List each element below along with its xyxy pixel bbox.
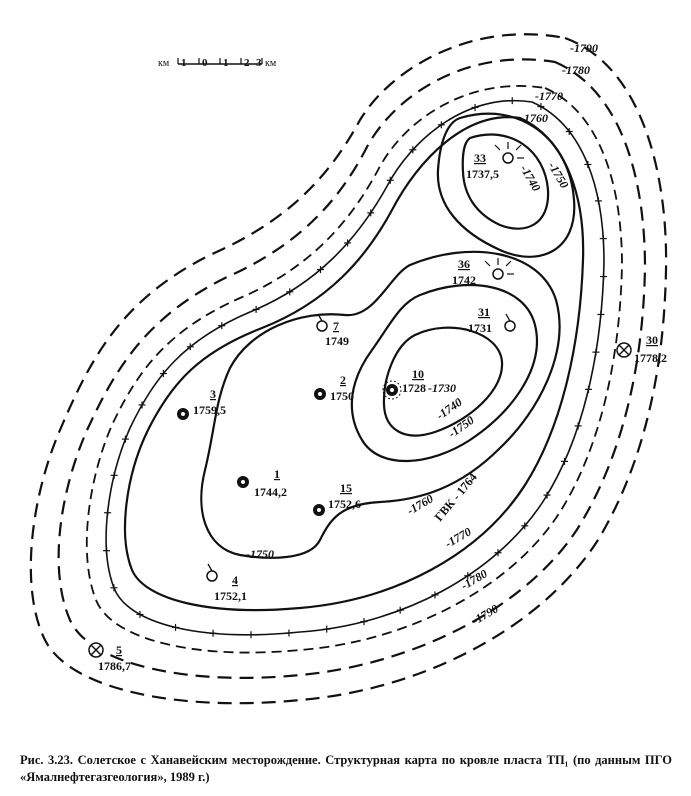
- well-31-value: 1731: [468, 321, 492, 335]
- well-31-number: 31: [478, 305, 490, 319]
- well-7-value: 1749: [325, 334, 349, 348]
- label-1750-north: -1750: [545, 160, 571, 191]
- well-1-value: 1744,2: [254, 485, 287, 499]
- well-10-number: 10: [412, 367, 424, 381]
- well-2: 2 1750: [314, 373, 354, 403]
- contour-1750-outer: [200, 250, 561, 559]
- well-7-number: 7: [333, 319, 339, 333]
- label-1790-south: -1790: [470, 601, 501, 627]
- label-1780-south: -1780: [459, 566, 490, 592]
- contour-1760: [123, 116, 585, 612]
- well-36-number: 36: [458, 257, 470, 271]
- scale-tick-3: 3: [256, 57, 262, 69]
- label-1790: -1790: [570, 41, 598, 55]
- well-7: 7 1749: [316, 313, 349, 348]
- scale-suffix: км: [265, 58, 277, 69]
- well-30-number: 30: [646, 333, 658, 347]
- well-2-number: 2: [340, 373, 346, 387]
- well-33: 33 1737,5: [466, 142, 524, 181]
- contour-1780: [57, 58, 647, 679]
- well-5: 5 1786,7: [88, 642, 131, 673]
- contour-1730: [382, 326, 504, 437]
- scale-tick-2: 2: [244, 57, 250, 69]
- structural-map: км 1 0 1 2 3 км -1790 -1780 -1770 -1760 …: [29, 33, 668, 705]
- gwc-ticks: [103, 97, 608, 639]
- scale-tick-1: 1: [181, 57, 187, 69]
- contour-1770: [85, 85, 623, 654]
- well-30: 30 1778,2: [616, 333, 667, 365]
- scale-prefix: км: [158, 58, 170, 69]
- well-33-value: 1737,5: [466, 167, 499, 181]
- label-1750-south: -1750: [246, 547, 274, 561]
- scale-bar: км 1 0 1 2 3 км: [158, 57, 277, 69]
- label-1780: -1780: [562, 63, 590, 77]
- well-3: 3 1759,5: [177, 387, 226, 420]
- well-36-value: 1742: [452, 273, 476, 287]
- label-1770: -1770: [535, 89, 563, 103]
- figure-caption: Рис. 3.23. Солетское с Ханавейским место…: [20, 753, 672, 784]
- contour-1740-north: [461, 133, 550, 230]
- well-1-number: 1: [274, 467, 280, 481]
- contour-1790: [29, 33, 668, 705]
- well-4-number: 4: [232, 573, 238, 587]
- well-15: 15 1752,6: [313, 481, 361, 516]
- well-15-value: 1752,6: [328, 497, 361, 511]
- well-33-number: 33: [474, 151, 486, 165]
- well-31: 31 1731: [468, 305, 516, 335]
- scale-tick-0: 0: [202, 57, 208, 69]
- well-4: 4 1752,1: [206, 563, 247, 603]
- well-3-value: 1759,5: [193, 403, 226, 417]
- well-10-value: 1728: [402, 381, 426, 395]
- label-1730: -1730: [428, 381, 456, 395]
- well-1: 1 1744,2: [237, 467, 287, 499]
- well-5-value: 1786,7: [98, 659, 131, 673]
- label-1740-north: -1740: [517, 163, 543, 194]
- well-15-number: 15: [340, 481, 352, 495]
- contour-1740-inner: [350, 283, 538, 463]
- scale-tick-1b: 1: [223, 57, 229, 69]
- well-3-number: 3: [210, 387, 216, 401]
- label-1760-north: -1760: [520, 111, 548, 125]
- contour-1750-north: [436, 112, 576, 258]
- gwc-label: ГВК - 1764: [432, 470, 480, 524]
- label-1750-center: -1750: [446, 413, 477, 441]
- well-10: 10 1728: [382, 367, 426, 400]
- well-5-number: 5: [116, 643, 122, 657]
- well-36: 36 1742: [452, 257, 514, 287]
- well-2-value: 1750: [330, 389, 354, 403]
- label-1760-south: -1760: [405, 491, 436, 517]
- contour-gwc: [105, 99, 605, 636]
- well-4-value: 1752,1: [214, 589, 247, 603]
- well-30-value: 1778,2: [634, 351, 667, 365]
